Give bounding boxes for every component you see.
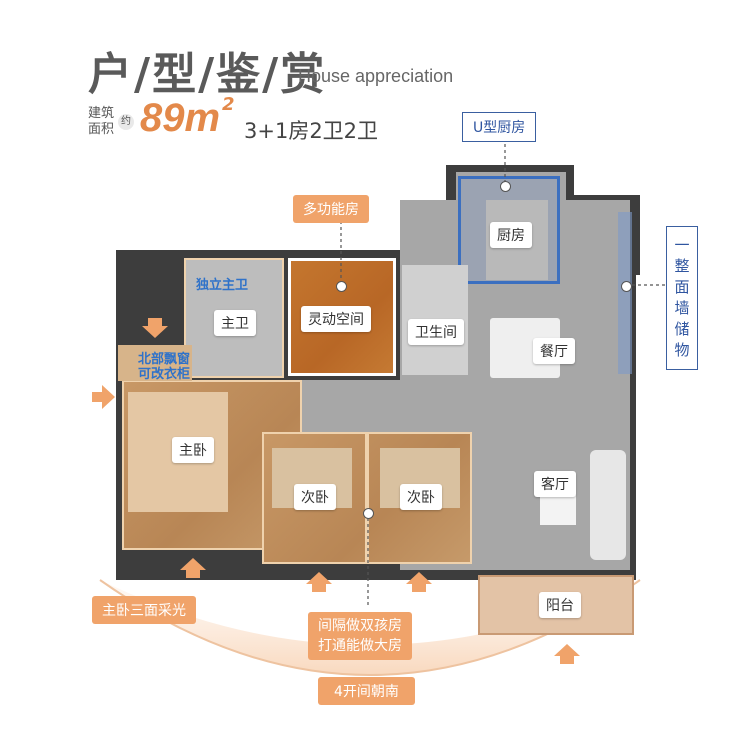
page-title: 户/型/鉴/赏 bbox=[88, 49, 327, 100]
sofa bbox=[590, 450, 626, 560]
south-light-arrow-2 bbox=[306, 572, 332, 592]
area-label: 建筑 面积 bbox=[88, 106, 114, 138]
flex-space-label: 灵动空间 bbox=[301, 306, 371, 332]
bay-window-line2: 可改衣柜 bbox=[137, 367, 190, 382]
south-light-arrow-4 bbox=[554, 644, 580, 664]
bathroom-label: 卫生间 bbox=[408, 319, 464, 345]
multi-room-callout: 多功能房 bbox=[293, 195, 369, 223]
kitchen-label: 厨房 bbox=[490, 222, 532, 248]
ensuite-callout: 独立主卫 bbox=[196, 278, 249, 293]
page-title-english: House appreciation bbox=[298, 66, 454, 86]
south-light-arrow-1 bbox=[180, 558, 206, 578]
kids-rooms-line1: 间隔做双孩房 bbox=[318, 618, 402, 634]
living-label: 客厅 bbox=[534, 471, 576, 497]
north-light-arrow bbox=[142, 318, 168, 338]
balcony-floor bbox=[478, 575, 634, 635]
storage-pin bbox=[621, 281, 632, 292]
storage-wall-strip bbox=[618, 212, 632, 374]
master-bedroom-label: 主卧 bbox=[172, 437, 214, 463]
area-superscript: 2 bbox=[222, 94, 235, 115]
approx-badge: 约 bbox=[118, 114, 134, 130]
storage-wall-text: 一整面墙储物 bbox=[674, 236, 690, 359]
south-facing-callout: 4开间朝南 bbox=[318, 677, 415, 705]
master-light-callout: 主卧三面采光 bbox=[92, 596, 196, 624]
u-kitchen-callout: U型厨房 bbox=[462, 112, 537, 142]
area-label-line2: 面积 bbox=[88, 122, 115, 137]
kids-rooms-pin bbox=[363, 508, 374, 519]
west-light-arrow bbox=[92, 385, 115, 409]
kids-rooms-callout: 间隔做双孩房 打通能做大房 bbox=[308, 612, 412, 660]
area-label-line1: 建筑 bbox=[88, 106, 115, 121]
second-bedroom-b-label: 次卧 bbox=[400, 484, 442, 510]
second-bedroom-a-label: 次卧 bbox=[294, 484, 336, 510]
bedroom-divider bbox=[365, 432, 369, 564]
bay-window-callout: 北部飘窗 可改衣柜 bbox=[126, 352, 202, 382]
layout-description: 3+1房2卫2卫 bbox=[244, 119, 379, 143]
area-value: 89m bbox=[140, 96, 221, 140]
kids-rooms-line2: 打通能做大房 bbox=[318, 638, 402, 654]
storage-wall-callout: 一整面墙储物 bbox=[666, 226, 698, 370]
kitchen-pin bbox=[500, 181, 511, 192]
bay-window bbox=[118, 345, 192, 381]
dining-label: 餐厅 bbox=[533, 338, 575, 364]
master-bath-label: 主卫 bbox=[214, 310, 256, 336]
coffee-table bbox=[540, 495, 576, 525]
balcony-label: 阳台 bbox=[539, 592, 581, 618]
master-bath-highlight bbox=[184, 258, 284, 378]
flex-pin bbox=[336, 281, 347, 292]
bay-window-line1: 北部飘窗 bbox=[137, 352, 190, 367]
south-light-arrow-3 bbox=[406, 572, 432, 592]
corridor-floor bbox=[300, 380, 620, 440]
